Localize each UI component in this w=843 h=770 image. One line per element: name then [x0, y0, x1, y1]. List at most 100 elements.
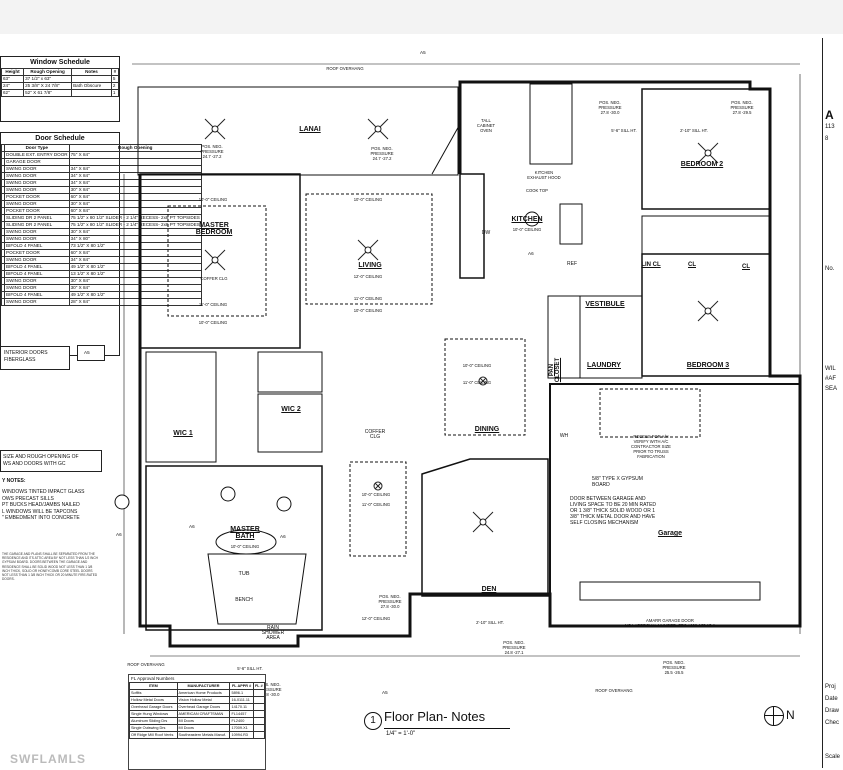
ahu-recess — [599, 388, 701, 438]
room-kitchen: KITCHEN — [511, 216, 543, 223]
light-fixture-icon — [478, 376, 488, 386]
kitchen-counter — [529, 83, 573, 165]
living-coffer-outline — [305, 193, 433, 305]
bedroom3-wall — [641, 253, 771, 377]
window-notes: WINDOWS TINTED IMPACT GLASS OWS PRECAST … — [2, 489, 85, 521]
watermark: SWFLAMLS — [10, 752, 86, 766]
kitchen-island — [459, 173, 485, 279]
table-cell: 24" — [0, 82, 25, 90]
bedroom2-wall — [641, 88, 771, 210]
refrigerator-label: REF — [567, 261, 577, 267]
coffer-clg-center: COFFER CLG — [364, 429, 386, 440]
ceiling-fans — [204, 118, 719, 533]
window-schedule-title: Window Schedule — [30, 59, 90, 66]
lanai-angled-wall — [410, 86, 461, 175]
table-cell: BIFOLD 4 PANEL — [4, 291, 70, 299]
product-approvals: FL Approval Numbers ITEM MANUFACTURER FL… — [128, 674, 266, 770]
edge-text: #AF — [825, 376, 837, 382]
table-cell: 28" X 84" — [68, 298, 202, 306]
ceiling-dining-mid: 11'-0" CEILING — [462, 380, 492, 385]
table-cell: 63" — [0, 75, 25, 83]
table-cell: BIFOLD 4 PANEL — [4, 270, 70, 278]
room-dining: DINING — [474, 426, 500, 433]
table-cell: 37 1/2" x 63" — [23, 75, 73, 83]
a6-tag-left — [114, 494, 130, 510]
window-schedule-table: Height Rough Opening Notes # 63"37 1/2" … — [0, 68, 120, 97]
pressure-entry: POS. NEG. PRESSURE 24.7 -27.2 — [370, 146, 394, 161]
table-cell: 16-0111.11 — [229, 696, 254, 704]
edge-text: 113 — [825, 124, 835, 130]
product-approvals-title: FL Approval Numbers — [131, 676, 175, 681]
room-wic2: WIC 2 — [281, 406, 301, 413]
north-label: N — [786, 708, 795, 722]
ceiling-fan-icon — [697, 142, 719, 164]
pressure-bottom-mid: POS. NEG. PRESSURE 24.8 -27.1 — [502, 640, 526, 655]
table-cell — [252, 710, 266, 718]
a6-tag-bath-right: A6 — [280, 534, 286, 539]
col-header: Rough Opening — [23, 68, 73, 76]
sill-bed2: 2'-10" SILL HT. — [680, 128, 708, 133]
closet-2: CL — [742, 264, 750, 270]
ceiling-dining-top: 10'-0" CEILING — [462, 363, 492, 368]
master-bath-wall — [145, 465, 323, 631]
table-cell — [71, 75, 112, 83]
interior-doors-text: INTERIOR DOORS FIBERGLASS — [4, 350, 48, 363]
table-cell: 62" — [0, 89, 25, 97]
pressure-top-right: POS. NEG. PRESSURE 27.8 -29.5 — [730, 100, 754, 115]
table-cell: American Home Products — [176, 689, 231, 697]
table-row: 63"37 1/2" x 63"5 — [0, 75, 120, 83]
room-vestibule: VESTIBULE — [585, 301, 625, 308]
table-cell: BIFOLD 4 PANEL — [4, 242, 70, 250]
ceiling-master-bot: 10'-0" CEILING — [198, 320, 228, 325]
table-cell: 1 — [110, 89, 120, 97]
size-note-text: SIZE AND ROUGH OPENING OF WS AND DOORS W… — [3, 454, 79, 467]
drawing-title: Floor Plan- Notes — [384, 709, 486, 724]
pressure-bottom-garage: POS. NEG. PRESSURE 25.5 -26.5 — [662, 660, 686, 675]
col-header: MANUFACTURER — [176, 682, 231, 690]
a6-tag-master-bath-left — [220, 486, 236, 502]
table-cell: SWING DOOR — [4, 165, 70, 173]
edge-text: No. — [825, 266, 835, 272]
bench-label: BENCH — [235, 597, 253, 603]
a6-tag-left: A6 — [116, 532, 122, 537]
table-cell: SWING DOOR — [4, 298, 70, 306]
table-cell: Off Ridge Mill Roof Vents — [129, 731, 178, 739]
ceiling-living-mid: 12'-0" CEILING — [353, 274, 383, 279]
a6-tag-bath-left: A6 — [189, 524, 195, 529]
edge-text: Draw — [825, 708, 840, 714]
a5-tag-top: A5 — [420, 50, 426, 55]
edge-text: Chec — [825, 720, 840, 726]
table-cell: Southeastern Metals Manuf. — [176, 731, 231, 739]
a6-tag-kitchen — [524, 211, 540, 227]
garage-door-spec-box — [579, 581, 761, 601]
ceiling-master-mid: 11'-0" CEILING — [198, 302, 228, 307]
foyer-coffer-outline — [349, 461, 407, 557]
edge-text: Proj — [825, 684, 836, 690]
a5-tag-bottom: A5 — [382, 690, 388, 695]
gypsum-note: 5/8" TYPE X GYPSUM BOARD — [592, 476, 643, 488]
col-header: FL APPR # — [229, 682, 254, 690]
roof-overhang-top: ROOF OVERHANG — [326, 66, 364, 71]
ceiling-foyer-bot: 12'-0" CEILING — [361, 616, 391, 621]
table-cell: SWING DOOR — [4, 277, 70, 285]
table-cell: Overhead Garage Doors — [176, 703, 231, 711]
table-cell — [252, 724, 266, 732]
ceiling-fan-icon — [367, 118, 389, 140]
table-cell: SWING DOOR — [4, 200, 70, 208]
edge-text: A — [825, 108, 834, 122]
table-cell: DOUBLE EXT. ENTRY DOOR — [4, 151, 70, 159]
ceiling-living-bot1: 11'-0" CEILING — [353, 296, 383, 301]
dining-coffer-outline — [444, 338, 526, 436]
wic2-wall — [257, 351, 323, 393]
pressure-bottom-bath: POS. NEG. PRESSURE 27.8 -30.0 — [378, 594, 402, 609]
drawing-number: 1 — [370, 715, 376, 726]
table-cell: Bath Obscure — [71, 82, 112, 90]
table-cell: SWING DOOR — [4, 235, 70, 243]
room-master-bath: MASTER BATH — [230, 526, 260, 540]
a6-tag-master-bath-right — [276, 496, 292, 512]
ceiling-fan-icon — [204, 118, 226, 140]
tub-label: TUB — [238, 571, 250, 577]
